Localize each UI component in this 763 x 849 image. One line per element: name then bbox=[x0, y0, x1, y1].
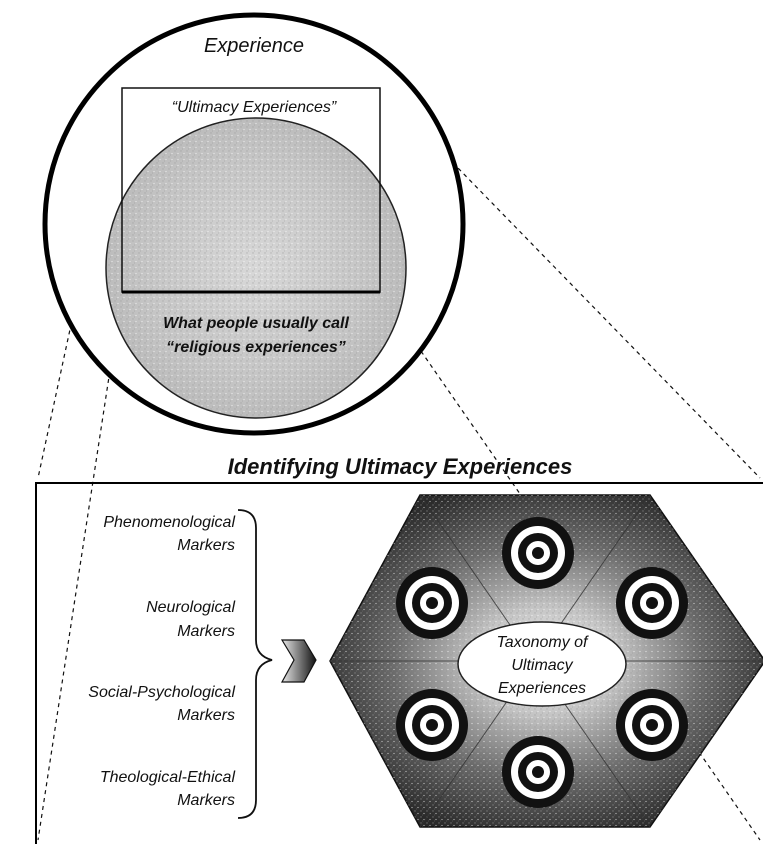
marker-neurological-line2: Markers bbox=[177, 623, 235, 640]
target-icon-bottom bbox=[502, 736, 574, 808]
taxonomy-center-ellipse bbox=[457, 621, 627, 707]
section-title: Identifying Ultimacy Experiences bbox=[228, 454, 573, 479]
marker-social-psychological-line1: Social-Psychological bbox=[88, 684, 235, 701]
marker-phenomenological-line1: Phenomenological bbox=[103, 514, 235, 531]
target-icon-bottom-right bbox=[616, 689, 688, 761]
marker-theological-ethical-line1: Theological-Ethical bbox=[100, 769, 236, 786]
experience-label: Experience bbox=[204, 35, 304, 57]
taxonomy-hexagon: Taxonomy of Ultimacy Experiences bbox=[329, 494, 763, 828]
taxonomy-label-line1: Taxonomy of bbox=[496, 634, 589, 651]
marker-phenomenological-line2: Markers bbox=[177, 537, 235, 554]
markers-brace bbox=[237, 509, 273, 819]
religious-experiences-texture bbox=[107, 119, 405, 417]
ultimacy-label: “Ultimacy Experiences” bbox=[172, 99, 337, 116]
target-icon-top bbox=[502, 517, 574, 589]
religious-label-line1: What people usually call bbox=[163, 315, 349, 332]
target-icon-top-left bbox=[396, 567, 468, 639]
marker-social-psychological-line2: Markers bbox=[177, 707, 235, 724]
arrow-chevron bbox=[280, 639, 317, 683]
marker-theological-ethical-line2: Markers bbox=[177, 792, 235, 809]
markers-list: Phenomenological Markers Neurological Ma… bbox=[88, 514, 235, 809]
taxonomy-label-line3: Experiences bbox=[498, 680, 586, 697]
target-icon-top-right bbox=[616, 567, 688, 639]
taxonomy-label-line2: Ultimacy bbox=[511, 657, 573, 674]
target-icon-bottom-left bbox=[396, 689, 468, 761]
religious-label-line2: “religious experiences” bbox=[166, 339, 346, 356]
identifying-box bbox=[35, 482, 763, 844]
marker-neurological-line1: Neurological bbox=[146, 599, 235, 616]
